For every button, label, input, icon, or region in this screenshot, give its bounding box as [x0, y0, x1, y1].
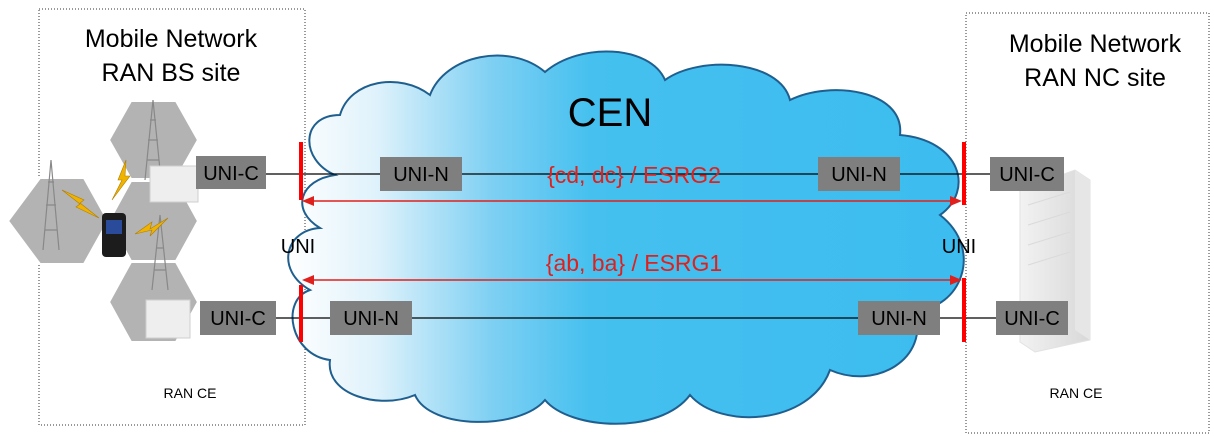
base-station-equipment-icon — [145, 165, 199, 339]
uni-c-label: UNI-C — [999, 164, 1055, 186]
uni-c-label: UNI-C — [203, 163, 259, 185]
uni-n-box-left-top: UNI-N — [380, 157, 462, 191]
cen-label: CEN — [568, 91, 652, 135]
uni-n-label: UNI-N — [393, 164, 449, 186]
uni-c-box-left-bottom: UNI-C — [200, 301, 276, 335]
left-site-title-line1: Mobile Network — [85, 25, 258, 53]
right-site-title-line1: Mobile Network — [1009, 30, 1182, 58]
uni-demarcation-bars — [299, 142, 966, 342]
right-site-title-line2: RAN NC site — [1024, 64, 1166, 92]
tower-icon — [42, 99, 169, 291]
left-ran-ce-label: RAN CE — [164, 385, 217, 401]
uni-label-left: UNI — [281, 236, 315, 258]
uni-c-label: UNI-C — [210, 308, 266, 330]
uni-c-label: UNI-C — [1004, 308, 1060, 330]
uni-n-label: UNI-N — [343, 308, 399, 330]
uni-n-label: UNI-N — [871, 308, 927, 330]
uni-c-box-right-bottom: UNI-C — [996, 301, 1068, 335]
esrg1-arrow — [302, 275, 962, 285]
uni-c-box-right-top: UNI-C — [990, 157, 1064, 191]
esrg1-label: {ab, ba} / ESRG1 — [546, 250, 722, 276]
uni-n-box-left-bottom: UNI-N — [330, 301, 412, 335]
hexagon-left — [6, 177, 110, 265]
uni-n-box-right-bottom: UNI-N — [858, 301, 940, 335]
esrg2-label: {cd, dc} / ESRG2 — [547, 162, 721, 188]
left-site-title-line2: RAN BS site — [102, 59, 241, 87]
right-ran-ce-label: RAN CE — [1050, 385, 1103, 401]
right-site-boundary — [965, 12, 1210, 434]
uni-n-label: UNI-N — [831, 164, 887, 186]
uni-c-box-left-top: UNI-C — [196, 156, 266, 189]
uni-label-right: UNI — [942, 236, 976, 258]
uni-n-box-right-top: UNI-N — [818, 157, 900, 191]
esrg2-arrow — [302, 196, 962, 206]
mobile-phone-icon — [102, 213, 126, 257]
lightning-bolt-icon — [61, 159, 169, 237]
